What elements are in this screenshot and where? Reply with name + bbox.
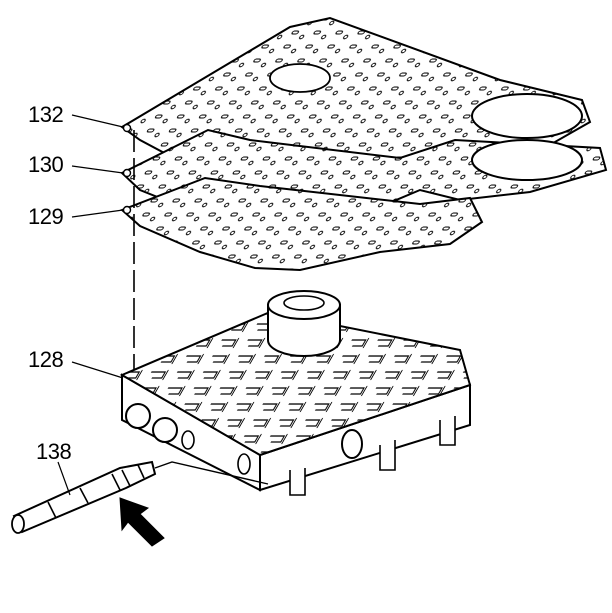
leader-132: [71, 114, 124, 128]
direction-arrow-icon: [119, 497, 165, 547]
leader-lines: [57, 114, 124, 496]
leader-130: [71, 165, 124, 174]
leader-138: [57, 461, 71, 496]
callout-129: 129: [28, 204, 64, 229]
callout-138: 138: [36, 439, 72, 464]
leader-128: [71, 361, 124, 379]
callout-128: 128: [28, 347, 64, 372]
callout-130: 130: [28, 152, 64, 177]
fitting-138: [11, 460, 269, 534]
gasket-129: [120, 176, 484, 272]
leader-129: [71, 209, 124, 218]
valve-body-128: [119, 290, 472, 496]
callout-132: 132: [28, 102, 64, 127]
